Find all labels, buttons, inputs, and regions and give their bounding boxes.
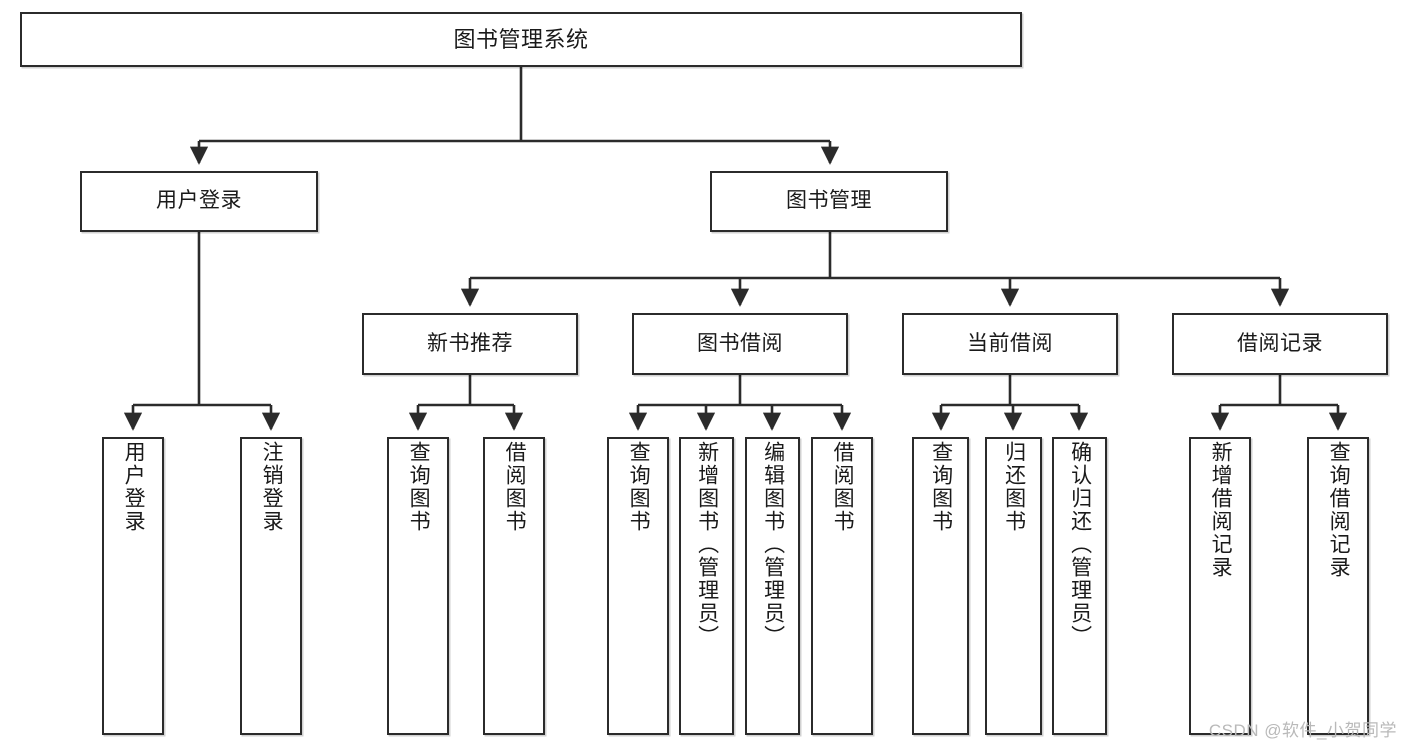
node-leaf-query-book-new[interactable]: 查询图书	[387, 437, 449, 735]
node-current-borrow-label: 当前借阅	[967, 331, 1053, 355]
node-leaf-label: 编辑图书（管理员）	[761, 441, 785, 648]
node-user-login-label: 用户登录	[156, 189, 242, 213]
csdn-watermark: CSDN @软件_小贺同学	[1208, 721, 1397, 740]
node-leaf-add-borrow-record[interactable]: 新增借阅记录	[1189, 437, 1251, 735]
node-borrow-record-label: 借阅记录	[1237, 331, 1323, 355]
node-user-login[interactable]: 用户登录	[80, 171, 318, 232]
node-leaf-edit-book-admin[interactable]: 编辑图书（管理员）	[745, 437, 800, 735]
node-leaf-label: 新增借阅记录	[1209, 441, 1233, 579]
node-leaf-confirm-return-admin[interactable]: 确认归还（管理员）	[1052, 437, 1107, 735]
node-leaf-label: 查询图书	[627, 441, 651, 533]
node-leaf-label: 查询借阅记录	[1327, 441, 1351, 579]
node-leaf-label: 归还图书	[1002, 441, 1026, 533]
node-leaf-query-book-current[interactable]: 查询图书	[912, 437, 969, 735]
node-leaf-label: 新增图书（管理员）	[695, 441, 719, 648]
node-leaf-logout[interactable]: 注销登录	[240, 437, 302, 735]
node-leaf-label: 借阅图书	[831, 441, 855, 533]
node-book-borrow[interactable]: 图书借阅	[632, 313, 848, 375]
node-leaf-borrow-book[interactable]: 借阅图书	[811, 437, 873, 735]
node-borrow-record[interactable]: 借阅记录	[1172, 313, 1388, 375]
node-leaf-label: 借阅图书	[503, 441, 527, 533]
node-leaf-label: 确认归还（管理员）	[1068, 441, 1092, 648]
node-root-label: 图书管理系统	[453, 26, 589, 52]
node-root[interactable]: 图书管理系统	[20, 12, 1022, 67]
node-leaf-borrow-book-new[interactable]: 借阅图书	[483, 437, 545, 735]
node-book-borrow-label: 图书借阅	[697, 331, 783, 355]
node-leaf-query-borrow-record[interactable]: 查询借阅记录	[1307, 437, 1369, 735]
node-leaf-label: 用户登录	[122, 441, 146, 533]
node-leaf-query-book[interactable]: 查询图书	[607, 437, 669, 735]
node-leaf-user-login[interactable]: 用户登录	[102, 437, 164, 735]
node-leaf-label: 注销登录	[260, 441, 284, 533]
node-leaf-label: 查询图书	[407, 441, 431, 533]
node-leaf-add-book-admin[interactable]: 新增图书（管理员）	[679, 437, 734, 735]
node-new-book-recommend-label: 新书推荐	[427, 331, 513, 355]
node-leaf-label: 查询图书	[929, 441, 953, 533]
node-leaf-return-book[interactable]: 归还图书	[985, 437, 1042, 735]
node-new-book-recommend[interactable]: 新书推荐	[362, 313, 578, 375]
node-book-management-label: 图书管理	[786, 189, 872, 213]
node-current-borrow[interactable]: 当前借阅	[902, 313, 1118, 375]
node-book-management[interactable]: 图书管理	[710, 171, 948, 232]
